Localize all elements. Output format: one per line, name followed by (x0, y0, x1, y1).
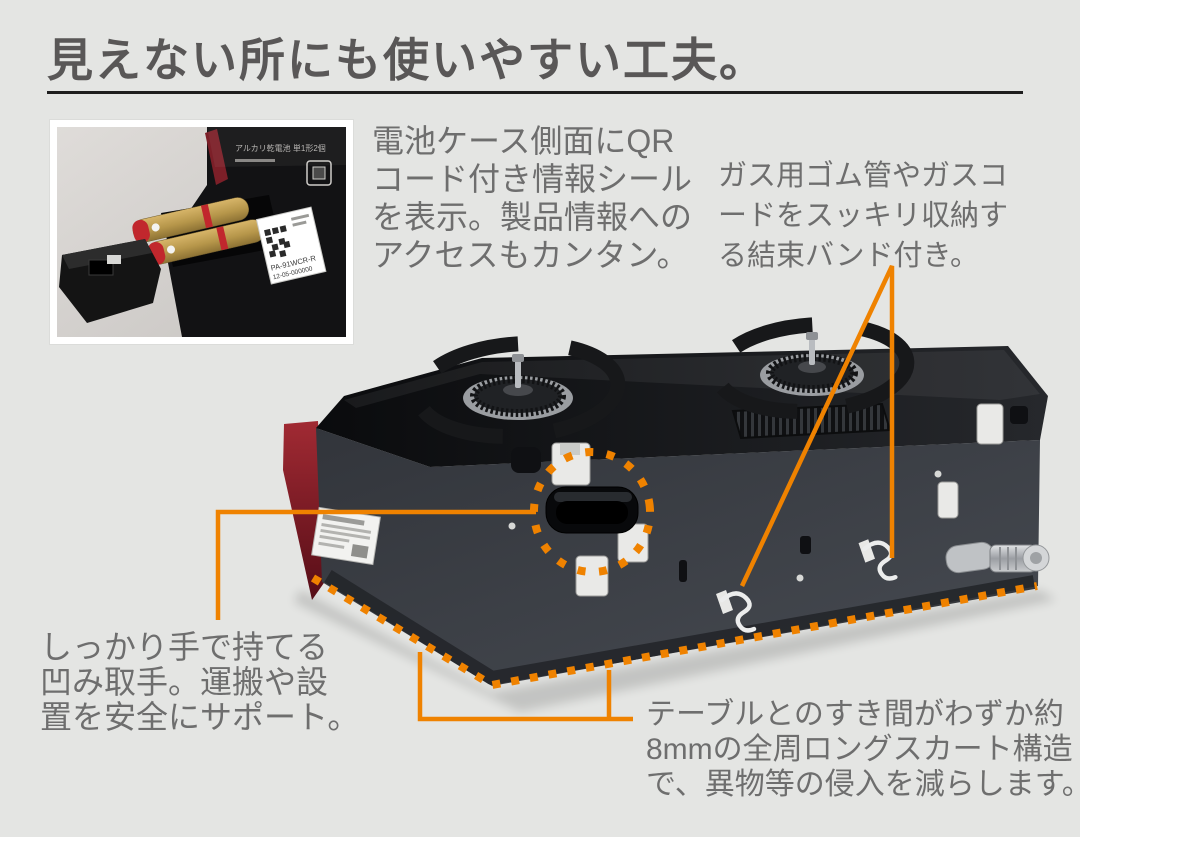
callout-recessed-handle-line: 凹み取手。運搬や設 (40, 664, 329, 700)
svg-text:アルカリ乾電池 単1形2個: アルカリ乾電池 単1形2個 (235, 143, 326, 153)
callout-long-skirt: テーブルとのすき間がわずか約 8mmの全周ロングスカート構造 で、異物等の侵入を… (646, 697, 1092, 802)
callout-long-skirt-line: で、異物等の侵入を減らします。 (646, 768, 1092, 801)
qr-label: PA-91WCR-R 12-05-000000 (255, 206, 327, 285)
callout-recessed-handle: しっかり手で持てる 凹み取手。運搬や設 置を安全にサポート。 (40, 630, 359, 735)
callout-long-skirt-line: テーブルとのすき間がわずか約 (646, 698, 1064, 731)
callout-cable-band-line: ードをスッキリ収納す (718, 200, 1009, 232)
callout-battery-qr: 電池ケース側面にQR コード付き情報シール を表示。製品情報への アクセスもカン… (372, 122, 692, 274)
callout-battery-qr-line: コード付き情報シール (372, 161, 693, 197)
case-latch (59, 239, 161, 323)
stove-corner-red-edge (205, 129, 228, 185)
callout-battery-qr-line: アクセスもカンタン。 (372, 237, 689, 273)
callout-battery-qr-line: 電池ケース側面にQR (372, 123, 675, 159)
battery-case-photo: アルカリ乾電池 単1形2個 (50, 120, 353, 344)
title-underline (47, 91, 1023, 94)
callout-long-skirt-line: 8mmの全周ロングスカート構造 (646, 733, 1073, 766)
callout-cable-band-line: ガス用ゴム管やガスコ (718, 160, 1009, 192)
battery-case-photo-art: アルカリ乾電池 単1形2個 (57, 127, 346, 337)
callout-recessed-handle-line: しっかり手で持てる (40, 629, 329, 665)
callout-cable-band-line: る結束バンド付き。 (718, 240, 980, 272)
callout-battery-qr-line: を表示。製品情報への (372, 199, 693, 235)
page-title: 見えない所にも使いやすい工夫。 (47, 34, 767, 86)
callout-recessed-handle-line: 置を安全にサポート。 (40, 699, 360, 735)
stove-corner-gloss (207, 127, 346, 167)
callout-cable-band: ガス用ゴム管やガスコ ードをスッキリ収納す る結束バンド付き。 (718, 156, 1008, 276)
panel-print: アルカリ乾電池 単1形2個 (235, 143, 332, 186)
